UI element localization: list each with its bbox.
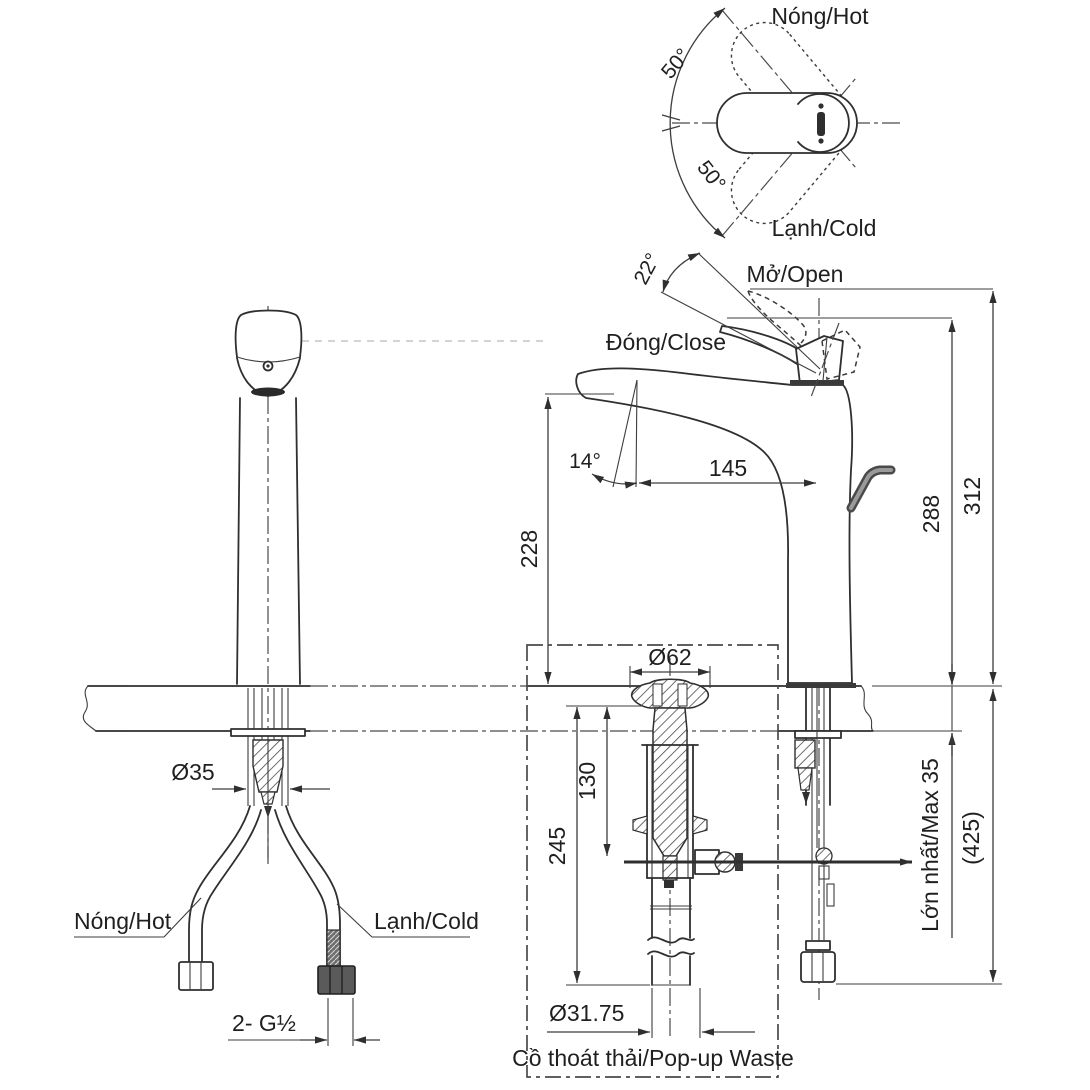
handle-open-lever-bottom [747,290,802,347]
popup-flange-cap [630,678,710,709]
base-gasket [786,683,856,688]
cold-hose-outer [285,805,341,967]
hot-hose-outer [188,805,251,963]
handle-dome [234,309,303,358]
dim-tail-diameter: Ø31.75 [549,1000,624,1026]
label-cold-front: Lạnh/Cold [374,908,479,934]
angle22-line-open [697,252,821,370]
swing-arc [669,7,726,239]
body-edge-right [295,397,301,685]
angle22-arc [662,252,701,293]
front-washer [230,728,306,737]
angle14-arc [591,473,638,489]
dim-body-diameter: Ø35 [171,759,214,785]
label-cold-top-view: Lạnh/Cold [772,215,877,241]
label-hot-front: Nóng/Hot [74,908,172,934]
hot-label-leader [163,897,202,938]
supply-nut [800,951,836,983]
cold-hose-inner [274,809,328,967]
dim-spout-height: 228 [516,530,542,568]
label-close: Đóng/Close [606,329,726,355]
faucet-body-outline [575,367,854,684]
dim-counter-thickness-max: Lớn nhất/Max 35 [917,758,943,932]
cold-hose-nut [317,965,356,995]
handle-closed-cap [795,335,844,385]
cold-label-leader [336,903,373,938]
label-hot-top-view: Nóng/Hot [771,3,869,29]
handle-open-lever-top [747,290,807,344]
counter-break-right [860,685,874,732]
angle14-vertical-ref [635,379,638,488]
rod-clamp-block [818,865,830,880]
popup-plug-stem [652,707,688,857]
dim-rod-height: 130 [574,762,600,800]
flange-slot-left [652,683,663,707]
mounting-nut [794,739,816,769]
lift-rod-knob-highlight [849,468,893,510]
angle22-line-closed [660,291,817,374]
dim-spout-tilt-angle: 14° [569,450,601,473]
dim-body-length: 245 [544,827,570,865]
hot-hose-nut [178,961,214,991]
hose-coupling [805,940,831,951]
skirt-shadow [251,387,285,397]
plug-tail-foot [664,880,674,888]
swing-arc-tick-lower [661,125,681,132]
rod-clamp-screw [815,847,833,865]
handle-cap-circle [797,93,850,153]
break-wave-lower [647,950,695,958]
rod-guide [826,883,835,907]
cap-slot [817,112,825,136]
cap-dot-top [818,103,824,109]
mounting-washer [794,730,842,739]
counter-break-left [82,685,97,732]
hot-hose-inner [201,809,262,963]
tube-lug-left [632,815,648,835]
handle-screw [262,360,274,372]
popup-waste-section: Ø62 130 245 Ø31.75 Cồ thoát thải/Pop-up … [512,644,912,1078]
handle-screw-dot [266,364,270,368]
cap-dot-bottom [818,138,824,144]
angle14-tilted-line [612,379,638,488]
tube-lug-right [692,815,708,835]
mounting-stud-tip [802,792,810,804]
dim-height-to-handle: 288 [918,495,944,533]
popup-caption: Cồ thoát thải/Pop-up Waste [512,1045,794,1071]
side-view: 22° Mở/Open Đóng/Close 14° 145 228 288 3… [302,250,1002,1000]
plug-tail [662,855,678,881]
break-wave-upper [647,936,695,944]
body-edge-left [236,397,241,685]
swing-arc-tick-upper [661,114,681,121]
popup-enclosure-box [526,644,779,1078]
handle-open-cap [821,329,861,380]
flange-slot-right [677,683,688,707]
front-view: Ø35 Nóng/Hot Lạnh/Cold 2- G½ [74,306,479,1046]
mounting-nut-taper [797,767,813,791]
label-open: Mở/Open [747,261,844,287]
dim-supply-thread: 2- G½ [232,1010,296,1036]
handle-top-outline [716,92,858,154]
dim-spout-reach: 145 [709,455,747,481]
dim-flange-diameter: Ø62 [648,644,691,670]
dim-height-open: 312 [959,477,985,515]
cold-hose-braid [326,929,341,967]
side-view-under-counter [794,687,842,983]
dim-overall-depth: (425) [958,811,984,865]
